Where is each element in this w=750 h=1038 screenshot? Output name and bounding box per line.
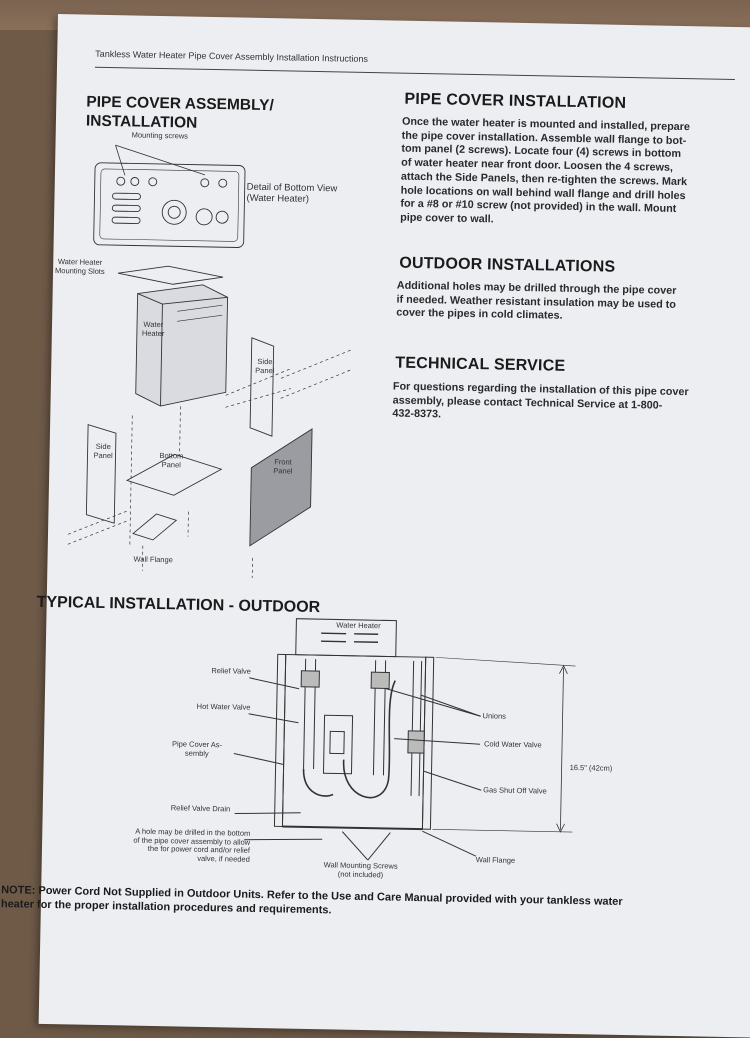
header-rule (94, 66, 735, 81)
instruction-sheet: Tankless Water Heater Pipe Cover Assembl… (1, 14, 750, 1038)
label-front-panel: Front Panel (273, 457, 293, 476)
label-dimension: 16.5" (42cm) (569, 762, 613, 773)
label-line: Panel (273, 465, 293, 476)
label-line: (not included) (337, 869, 384, 879)
assembly-exploded-diagram (67, 144, 352, 578)
outdoor-installations-heading: OUTDOOR INSTALLATIONS (399, 254, 616, 276)
label-side-panel-right: Side Panel (255, 357, 275, 375)
label-gas-shut-off-valve: Gas Shut Off Valve (483, 785, 547, 796)
label-line: sembly (184, 748, 209, 758)
label-mounting-slots: Water Heater Mounting Slots (54, 257, 105, 276)
label-line: Panel (93, 450, 113, 460)
label-line: Panel (161, 459, 181, 469)
outdoor-installations-text: Additional holes may be drilled through … (396, 280, 717, 327)
typical-installation-heading: TYPICAL INSTALLATION - OUTDOOR (36, 593, 321, 617)
technical-service-heading: TECHNICAL SERVICE (395, 354, 566, 375)
label-line: Mounting Slots (54, 265, 105, 276)
label-relief-valve-drain: Relief Valve Drain (170, 803, 231, 814)
label-line: valve, if needed (197, 853, 250, 864)
bottom-view-outline (93, 162, 246, 248)
typical-installation-diagram (233, 618, 576, 861)
pipe-cover-installation-heading: PIPE COVER INSTALLATION (404, 90, 627, 112)
label-line: (Water Heater) (246, 192, 310, 205)
label-bottom-view-detail: Detail of Bottom View (Water Heater) (246, 182, 337, 206)
document-header-title: Tankless Water Heater Pipe Cover Assembl… (95, 48, 369, 64)
label-water-heater-typical: Water Heater (336, 620, 381, 631)
label-side-panel-left: Side Panel (93, 442, 113, 460)
label-relief-valve: Relief Valve (211, 666, 251, 676)
note-text: NOTE: Power Cord Not Supplied in Outdoor… (1, 883, 750, 926)
label-mounting-screws: Mounting screws (131, 130, 189, 141)
technical-service-text: For questions regarding the installation… (392, 380, 718, 427)
label-pipe-cover-assembly: Pipe Cover As- sembly (172, 739, 222, 758)
label-hot-water-valve: Hot Water Valve (196, 701, 251, 712)
label-line: Panel (255, 365, 275, 375)
label-water-heater: Water Heater (141, 320, 165, 338)
label-wall-flange-typical: Wall Flange (475, 855, 516, 865)
label-wall-flange-top: Wall Flange (133, 554, 173, 565)
label-line: Heater (141, 328, 165, 338)
label-bottom-panel: Bottom Panel (159, 451, 183, 469)
label-unions: Unions (482, 711, 507, 721)
pipe-cover-installation-text: Once the water heater is mounted and ins… (400, 116, 722, 232)
label-hole-note: A hole may be drilled in the bottom of t… (126, 827, 250, 864)
label-wall-mounting-screws: Wall Mounting Screws (not included) (323, 860, 398, 879)
label-cold-water-valve: Cold Water Valve (483, 739, 542, 750)
